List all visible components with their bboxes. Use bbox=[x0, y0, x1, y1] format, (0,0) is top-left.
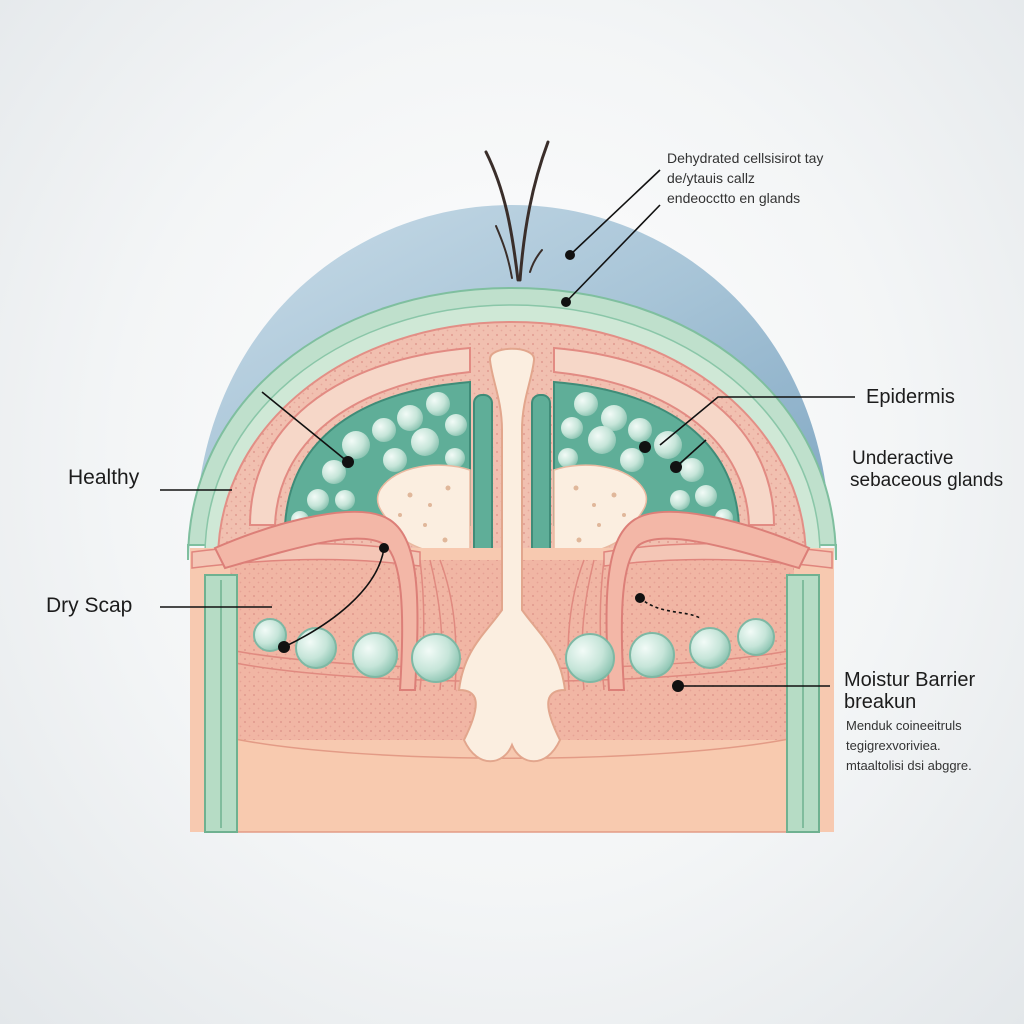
label-underactive-glands: Underactive sebaceous glands bbox=[850, 448, 1004, 492]
top-annotation-line-3: endeocctto en glands bbox=[667, 190, 801, 206]
deep-layer-curve bbox=[229, 737, 795, 833]
gland-bubbles-right bbox=[558, 392, 733, 527]
label-healthy: Healthy bbox=[68, 466, 140, 489]
follicle-bulbs bbox=[253, 618, 775, 683]
label-epidermis: Epidermis bbox=[866, 386, 955, 408]
cream-lobe-specks bbox=[398, 485, 626, 543]
label-moisture-barrier: Moistur Barrier breakun bbox=[844, 669, 975, 713]
hair-shaft bbox=[457, 347, 567, 763]
top-annotation: Dehydrated cellsisirot tay de/ytauis cal… bbox=[667, 148, 823, 208]
label-dry-scap: Dry Scap bbox=[46, 594, 133, 617]
hair-strands bbox=[484, 140, 550, 282]
top-annotation-line-2: de/ytauis callz bbox=[667, 170, 755, 186]
label-moisture-line-2: breakun bbox=[844, 691, 917, 713]
inner-arch-left bbox=[248, 346, 471, 526]
top-annotation-line-1: Dehydrated cellsisirot tay bbox=[667, 150, 824, 166]
duct-hook-right bbox=[605, 510, 811, 691]
moisture-annotation-line-1: Menduk coineeitruls bbox=[846, 718, 962, 733]
moisture-annotation-line-3: mtaaltolisi dsi abggre. bbox=[846, 758, 972, 773]
label-underactive-line-2: sebaceous glands bbox=[850, 470, 1004, 491]
leader-dots bbox=[278, 250, 684, 692]
moisture-annotation-line-2: tegigrexvoriviea. bbox=[846, 738, 941, 753]
label-moisture-line-1: Moistur Barrier bbox=[844, 669, 976, 691]
moisture-annotation: Menduk coineeitruls tegigrexvoriviea. mt… bbox=[846, 716, 972, 776]
label-underactive-line-1: Underactive bbox=[852, 448, 954, 469]
duct-hook-left bbox=[213, 510, 419, 691]
inner-arch-right bbox=[553, 346, 776, 526]
leader-lines bbox=[160, 169, 855, 687]
